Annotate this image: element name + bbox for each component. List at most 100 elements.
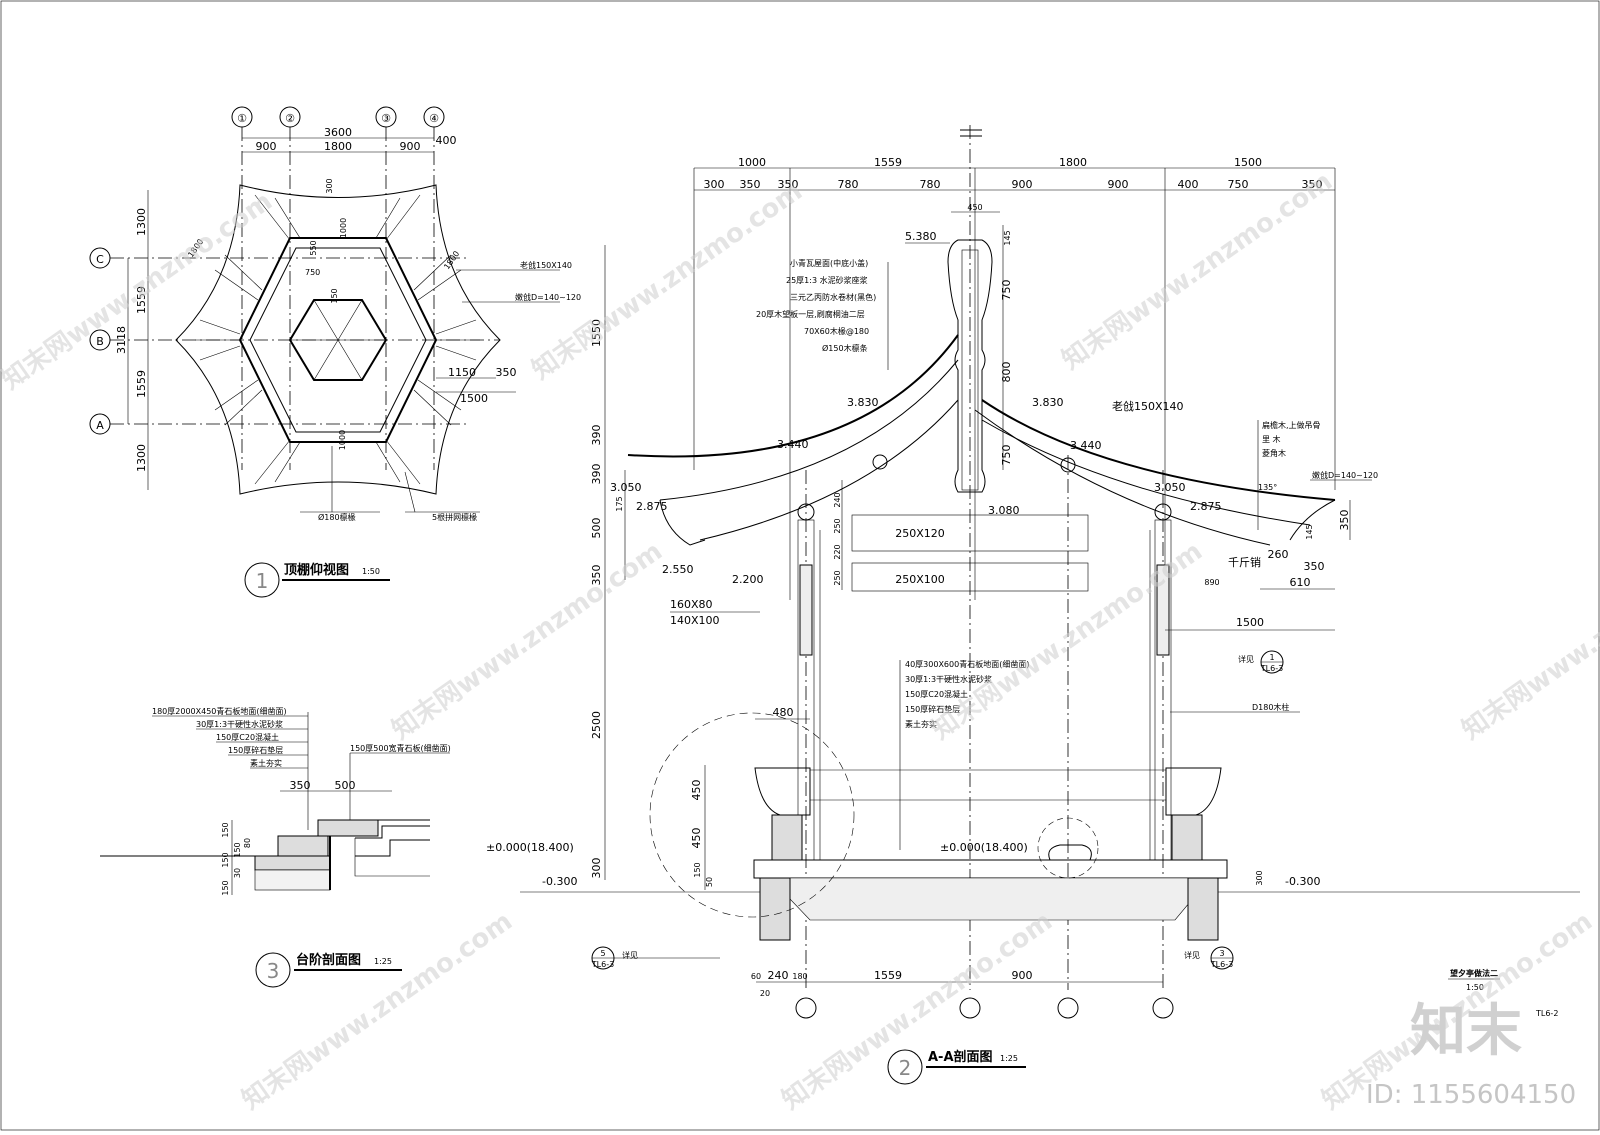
step-section: 180厚2000X450青石板地面(细凿面) 30厚1:3干硬性水泥砂浆 150… — [100, 706, 451, 988]
label-old-rafter: 老戗150X140 — [1112, 400, 1184, 413]
svg-text:350: 350 — [778, 178, 799, 191]
svg-text:3.050: 3.050 — [1154, 481, 1186, 494]
dim-900-right: 900 — [400, 140, 421, 153]
svg-text:素土夯实: 素土夯实 — [250, 758, 282, 768]
svg-text:180: 180 — [792, 972, 807, 981]
svg-text:1: 1 — [256, 569, 269, 593]
svg-text:145: 145 — [1003, 230, 1012, 245]
svg-text:B: B — [96, 335, 104, 348]
svg-text:2.875: 2.875 — [636, 500, 668, 513]
svg-text:D180木柱: D180木柱 — [1252, 702, 1289, 712]
svg-text:390: 390 — [590, 464, 603, 485]
svg-text:145: 145 — [1305, 524, 1314, 539]
aa-section: 1000 1559 1800 1500 300 350 350 780 780 … — [486, 125, 1580, 1085]
svg-text:1:25: 1:25 — [1000, 1054, 1018, 1063]
svg-text:150: 150 — [221, 852, 230, 867]
svg-text:150: 150 — [221, 880, 230, 895]
svg-text:135°: 135° — [1258, 483, 1277, 492]
svg-text:1559: 1559 — [135, 370, 148, 398]
svg-text:350: 350 — [1304, 560, 1325, 573]
svg-text:350: 350 — [290, 779, 311, 792]
detail-circle-small — [1037, 817, 1099, 879]
ceiling-axis-4: ④ — [423, 106, 445, 470]
svg-text:1000: 1000 — [339, 218, 348, 238]
svg-text:480: 480 — [773, 706, 794, 719]
svg-text:3.830: 3.830 — [847, 396, 879, 409]
svg-text:3.440: 3.440 — [777, 438, 809, 451]
svg-text:知末: 知末 — [1410, 999, 1522, 1064]
brand-logo: 知末 — [1410, 999, 1522, 1064]
svg-text:60: 60 — [751, 972, 761, 981]
axis-bubble-1 — [795, 997, 817, 1019]
svg-text:知末网www.znzmo.com: 知末网www.znzmo.com — [387, 536, 668, 745]
step-notes-left: 180厚2000X450青石板地面(细凿面) 30厚1:3干硬性水泥砂浆 150… — [152, 706, 309, 830]
svg-text:780: 780 — [920, 178, 941, 191]
svg-text:3: 3 — [1219, 949, 1224, 958]
axis-bubble-3 — [1057, 997, 1079, 1019]
ceiling-axis-3: ③ — [375, 106, 397, 470]
svg-text:详见: 详见 — [1184, 950, 1200, 960]
svg-text:150: 150 — [221, 822, 230, 837]
svg-text:750: 750 — [1228, 178, 1249, 191]
svg-text:1: 1 — [1269, 653, 1274, 662]
svg-text:150: 150 — [693, 862, 702, 877]
svg-text:-0.300: -0.300 — [542, 875, 577, 888]
svg-text:240: 240 — [833, 492, 842, 507]
detail-ref-5: 5 TL6-3 详见 — [591, 946, 720, 970]
svg-text:知末网www.znzmo.com: 知末网www.znzmo.com — [1057, 166, 1338, 375]
svg-text:500: 500 — [590, 518, 603, 539]
svg-text:30厚1:3干硬性水泥砂浆: 30厚1:3干硬性水泥砂浆 — [905, 674, 992, 684]
svg-text:1559: 1559 — [874, 969, 902, 982]
svg-text:老戗150X140: 老戗150X140 — [520, 260, 572, 270]
svg-text:150: 150 — [233, 842, 242, 857]
svg-text:小青瓦屋面(中底小盖): 小青瓦屋面(中底小盖) — [790, 258, 868, 268]
svg-text:750: 750 — [1000, 280, 1013, 301]
svg-text:知末网www.znzmo.com: 知末网www.znzmo.com — [777, 906, 1058, 1115]
svg-text:900: 900 — [1108, 178, 1129, 191]
svg-text:1800: 1800 — [442, 249, 461, 271]
detail-ref-3: 3 TL6-3 详见 — [1184, 946, 1234, 970]
svg-text:①: ① — [237, 112, 247, 125]
svg-text:450: 450 — [690, 780, 703, 801]
svg-text:详见: 详见 — [1238, 654, 1254, 664]
svg-text:240: 240 — [768, 969, 789, 982]
svg-text:1300: 1300 — [135, 444, 148, 472]
rafter-lines — [195, 194, 480, 485]
detail-circle-large — [649, 712, 855, 918]
inner-spokes — [290, 299, 386, 381]
svg-text:-0.300: -0.300 — [1285, 875, 1320, 888]
svg-text:±0.000(18.400): ±0.000(18.400) — [486, 841, 574, 854]
svg-text:390: 390 — [590, 425, 603, 446]
svg-text:400: 400 — [1178, 178, 1199, 191]
section-top-dims: 1000 1559 1800 1500 300 350 350 780 780 … — [693, 156, 1336, 600]
sheet-title-block: 望夕亭做法二 1:50 TL6-2 — [1448, 968, 1558, 1018]
svg-text:1000: 1000 — [738, 156, 766, 169]
svg-text:2.200: 2.200 — [732, 573, 764, 586]
svg-text:1559: 1559 — [135, 286, 148, 314]
svg-text:详见: 详见 — [622, 950, 638, 960]
svg-text:1:25: 1:25 — [374, 957, 392, 966]
ceiling-axis-c: C — [89, 247, 470, 269]
svg-text:220: 220 — [833, 544, 842, 559]
ceiling-axis-a: A — [89, 413, 470, 435]
svg-text:300: 300 — [1255, 870, 1264, 885]
roof-outline — [175, 184, 501, 495]
svg-text:A: A — [96, 419, 104, 432]
svg-text:20: 20 — [760, 989, 770, 998]
label-tender-rafter: 嫩戗D=140~120 — [1312, 470, 1378, 480]
step-stone-upper — [317, 819, 379, 837]
svg-text:750: 750 — [305, 268, 320, 277]
step-stone-lower — [277, 835, 329, 857]
floor-slab — [753, 844, 1228, 941]
right-dims: 350 260 350 610 145 890 1500 — [1165, 500, 1351, 631]
svg-text:70X60木椽@180: 70X60木椽@180 — [804, 326, 869, 336]
svg-text:800: 800 — [1000, 362, 1013, 383]
svg-text:3.830: 3.830 — [1032, 396, 1064, 409]
svg-text:3118: 3118 — [115, 326, 128, 354]
svg-text:40厚300X600青石板地面(细凿面): 40厚300X600青石板地面(细凿面) — [905, 659, 1029, 669]
svg-text:250: 250 — [833, 518, 842, 533]
svg-text:150厚碎石垫层: 150厚碎石垫层 — [228, 745, 283, 755]
svg-text:610: 610 — [1290, 576, 1311, 589]
section-bottom-dims: 60 240 180 1559 900 20 — [751, 969, 1163, 998]
